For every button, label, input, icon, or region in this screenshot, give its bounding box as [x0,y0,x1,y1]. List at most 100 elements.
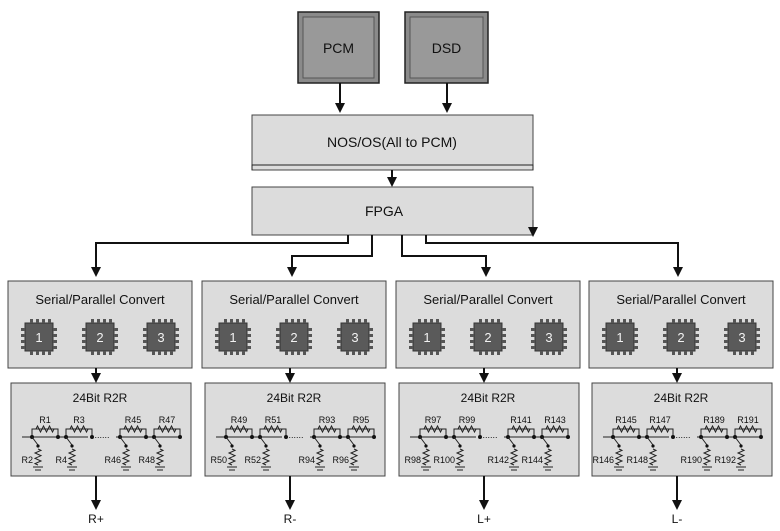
shunt-resistor-label: R52 [244,455,261,465]
r2r-title: 24Bit R2R [654,391,709,405]
series-resistor-label: R145 [615,415,637,425]
channel-2: Serial/Parallel Convert 1 2 3 24Bit R2R.....… [201,280,387,526]
series-resistor-label: R99 [459,415,476,425]
serial-parallel-label: Serial/Parallel Convert [423,292,553,307]
nos-feedback-line [251,164,534,170]
channel-3: Serial/Parallel Convert 1 2 3 24Bit R2R.....… [395,280,581,526]
chip-2-icon: 2 [276,319,312,355]
source-pcm: PCM [297,11,380,84]
chip-2-label: 2 [96,330,103,345]
output-label: R- [284,512,297,526]
channels-group: Serial/Parallel Convert 1 2 3 24Bit R2R.....… [7,280,774,526]
series-resistor-label: R189 [703,415,725,425]
shunt-resistor-label: R50 [210,455,227,465]
nos-os-block: NOS/OS(All to PCM) [251,114,534,171]
shunt-resistor-label: R98 [404,455,421,465]
series-resistor-label: R191 [737,415,759,425]
chip-3-icon: 3 [337,319,373,355]
shunt-resistor-label: R148 [626,455,648,465]
fpga-label: FPGA [365,203,404,219]
chip-3-icon: 3 [143,319,179,355]
fanout-line-4 [425,235,683,277]
chip-1-icon: 1 [215,319,251,355]
chip-3-label: 3 [351,330,358,345]
fpga-block: FPGA [251,186,534,236]
series-resistor-label: R97 [425,415,442,425]
chip-1-icon: 1 [409,319,445,355]
fpga-fanout [91,235,683,277]
chip-2-label: 2 [484,330,491,345]
serial-parallel-block: Serial/Parallel Convert 1 2 3 [201,280,387,369]
serial-parallel-label: Serial/Parallel Convert [616,292,746,307]
chip-2-icon: 2 [470,319,506,355]
chip-1-label: 1 [616,330,623,345]
fanout-line-3 [401,235,491,277]
shunt-resistor-label: R48 [138,455,155,465]
ladder-ellipsis: ...... [288,430,303,440]
shunt-resistor-label: R146 [592,455,614,465]
chip-3-label: 3 [738,330,745,345]
r2r-title: 24Bit R2R [461,391,516,405]
chip-3-icon: 3 [724,319,760,355]
series-resistor-label: R93 [319,415,336,425]
series-resistor-label: R147 [649,415,671,425]
shunt-resistor-label: R100 [433,455,455,465]
chip-2-label: 2 [677,330,684,345]
shunt-resistor-label: R94 [298,455,315,465]
shunt-resistor-label: R190 [680,455,702,465]
series-resistor-label: R1 [39,415,51,425]
shunt-resistor-label: R142 [487,455,509,465]
series-resistor-label: R143 [544,415,566,425]
chip-3-icon: 3 [531,319,567,355]
output-label: L+ [477,512,491,526]
series-resistor-label: R47 [159,415,176,425]
source-dsd: DSD [404,11,489,84]
chip-1-icon: 1 [21,319,57,355]
chip-1-label: 1 [423,330,430,345]
shunt-resistor-label: R144 [521,455,543,465]
r2r-title: 24Bit R2R [267,391,322,405]
chip-2-icon: 2 [663,319,699,355]
ladder-ellipsis: ...... [675,430,690,440]
shunt-resistor-label: R4 [55,455,67,465]
serial-parallel-label: Serial/Parallel Convert [229,292,359,307]
ladder-ellipsis: ...... [482,430,497,440]
series-resistor-label: R45 [125,415,142,425]
channel-4: Serial/Parallel Convert 1 2 3 24Bit R2R.....… [588,280,774,526]
serial-parallel-block: Serial/Parallel Convert 1 2 3 [588,280,774,369]
series-resistor-label: R141 [510,415,532,425]
source-dsd-label: DSD [432,40,462,56]
chip-1-icon: 1 [602,319,638,355]
fanout-line-1 [91,235,349,277]
series-resistor-label: R3 [73,415,85,425]
chip-2-icon: 2 [82,319,118,355]
chip-2-label: 2 [290,330,297,345]
serial-parallel-block: Serial/Parallel Convert 1 2 3 [395,280,581,369]
chip-1-label: 1 [229,330,236,345]
chip-3-label: 3 [545,330,552,345]
shunt-resistor-label: R46 [104,455,121,465]
shunt-resistor-label: R192 [714,455,736,465]
series-resistor-label: R49 [231,415,248,425]
r2r-title: 24Bit R2R [73,391,128,405]
shunt-resistor-label: R96 [332,455,349,465]
fanout-line-2 [287,235,373,277]
nos-os-label: NOS/OS(All to PCM) [327,134,457,150]
source-pcm-label: PCM [323,40,354,56]
chip-1-label: 1 [35,330,42,345]
series-resistor-label: R51 [265,415,282,425]
shunt-resistor-label: R2 [21,455,33,465]
output-label: L- [672,512,683,526]
chip-3-label: 3 [157,330,164,345]
output-label: R+ [88,512,104,526]
